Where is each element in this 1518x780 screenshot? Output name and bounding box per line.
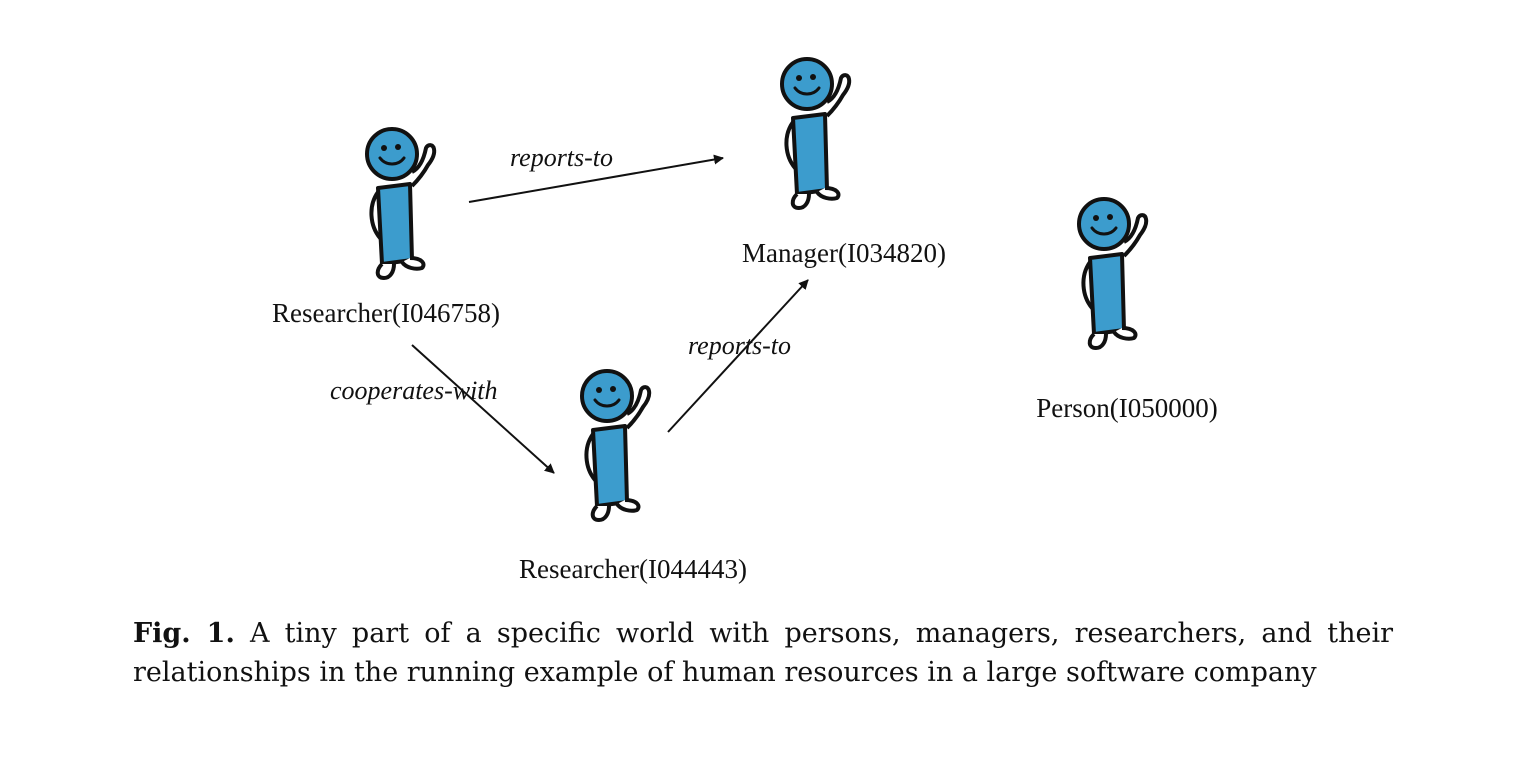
- node-label-researcher-2: Researcher(I044443): [519, 554, 747, 584]
- node-label-researcher-1: Researcher(I046758): [272, 298, 500, 328]
- node-label-manager: Manager(I034820): [742, 238, 946, 268]
- edge-reports-to-2: [667, 279, 809, 433]
- caption-text: A tiny part of a specific world with per…: [133, 618, 1393, 688]
- figure-number: Fig. 1.: [133, 618, 235, 649]
- node-label-person: Person(I050000): [1036, 393, 1217, 423]
- person-icon-researcher-1: [365, 127, 437, 280]
- edge-label-cooperates-with: cooperates-with: [330, 376, 498, 405]
- person-icon-person: [1077, 197, 1149, 350]
- edge-label-reports-to-1: reports-to: [510, 143, 613, 172]
- person-icon-researcher-2: [580, 369, 652, 522]
- edge-label-reports-to-2: reports-to: [688, 331, 791, 360]
- edge-reports-to-1: [468, 154, 724, 203]
- person-icon-manager: [780, 57, 852, 210]
- edge-cooperates-with: [411, 344, 555, 474]
- figure-caption: Fig. 1. A tiny part of a specific world …: [133, 614, 1393, 692]
